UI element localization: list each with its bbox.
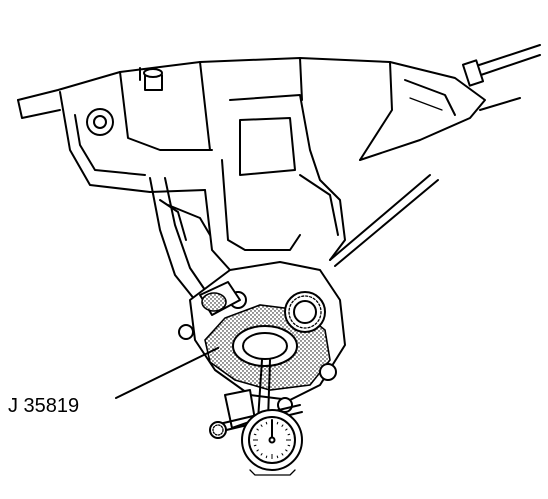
dial-tick bbox=[260, 453, 263, 456]
transmission-housing bbox=[204, 94, 346, 271]
dial-tick bbox=[285, 428, 288, 431]
chassis-frame bbox=[17, 57, 486, 193]
dial-gauge-face bbox=[248, 416, 296, 464]
shift-linkage bbox=[329, 44, 541, 267]
dial-tick bbox=[256, 449, 259, 452]
flange-bolt bbox=[319, 363, 337, 381]
frame-bolt bbox=[86, 108, 114, 136]
mount-bracket bbox=[149, 177, 211, 301]
callout-leader-line bbox=[115, 347, 219, 399]
dial-tick bbox=[276, 455, 279, 459]
yoke-cap bbox=[284, 291, 326, 333]
dial-tick bbox=[256, 428, 259, 431]
dial-tick bbox=[285, 449, 288, 452]
dial-tick bbox=[265, 421, 268, 425]
dial-tick bbox=[281, 453, 284, 456]
dial-indicator-tool bbox=[209, 359, 303, 476]
dial-tick bbox=[265, 455, 268, 459]
dial-tick bbox=[260, 424, 263, 427]
flange-bolt bbox=[178, 324, 194, 340]
dial-tick bbox=[276, 421, 279, 425]
dial-tick bbox=[253, 433, 257, 436]
dial-tick bbox=[281, 424, 284, 427]
tool-label: J 35819 bbox=[8, 395, 79, 417]
tool-callout: J 35819 bbox=[8, 347, 219, 417]
dial-tick bbox=[253, 444, 257, 447]
dial-tick bbox=[287, 444, 291, 447]
dial-tick bbox=[287, 433, 291, 436]
dial-gauge-ticks bbox=[253, 421, 291, 459]
output-flange bbox=[178, 261, 346, 413]
